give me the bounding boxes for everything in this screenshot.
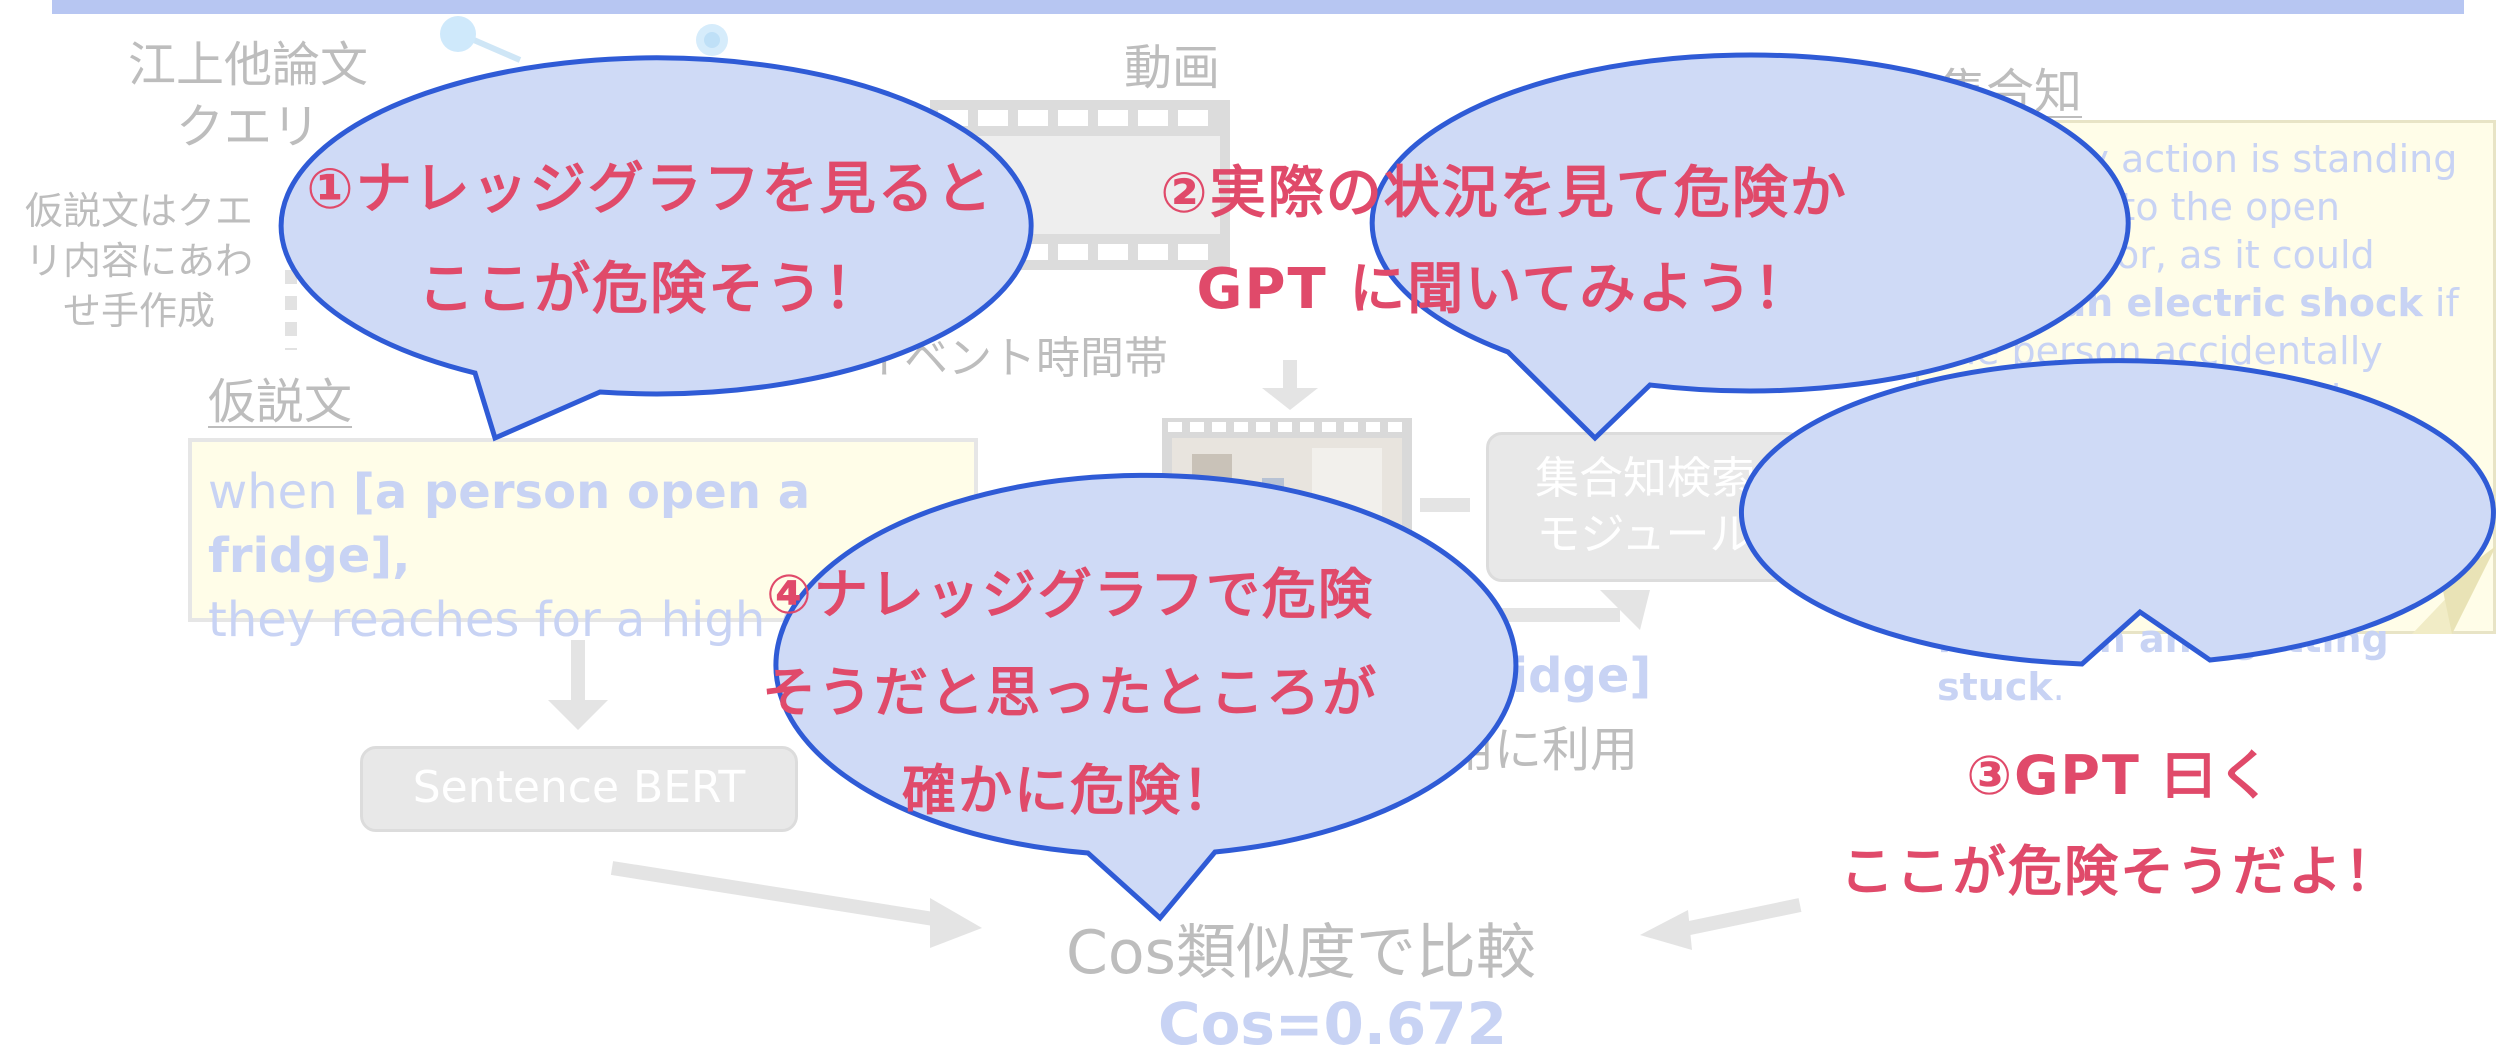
bubble-4-text: ④ナレッジグラフで危険 そうだと思ったところが 確かに危険！ [762, 563, 1378, 822]
top-accent-bar [52, 0, 2464, 14]
hypothesis-box: when [a person open a fridge], they reac… [188, 438, 978, 648]
node-icon [440, 16, 476, 52]
speech-bubble-2 [1369, 52, 2131, 442]
page-curl-icon [2412, 546, 2496, 634]
paper-query-label: 江上他論文 クエリ [128, 37, 369, 155]
bubble-2-text: ②実際の状況を見て危険か GPT に聞いてみよう！ [1160, 161, 1848, 322]
dashed-connector [285, 270, 297, 350]
cos-compare-label: Cos類似度で比較 [1066, 918, 1536, 988]
graph-node-icons [440, 16, 728, 63]
cos-value: Cos=0.672 [1158, 990, 1507, 1058]
speech-bubble-4 [773, 472, 1519, 922]
hypothesis-word: when [208, 464, 353, 520]
bubble-1-text: ①ナレッジグラフを見ると ここが危険そう！ [306, 157, 994, 322]
bubble-3-text: ③GPT 曰く ここが危険そうだよ！ [1840, 744, 2400, 903]
query-note-label: 仮説文はクエ リ内容にあわ せ手作成 [24, 189, 253, 333]
speech-bubble-3 [1739, 358, 2496, 667]
video-label: 動画 [1124, 40, 1221, 96]
sentence-bert-module: Sentence BERT [360, 746, 798, 832]
collective-search-module: 集合知検索 モジュール [1486, 432, 1804, 582]
hypothesis-heading: 仮説文 [208, 374, 353, 430]
gpt-answer-bold1: an electric shock [2060, 281, 2423, 325]
gpt-answer-part3: . [2052, 665, 2065, 709]
speech-bubble-1 [278, 55, 1034, 442]
hypothesis-bracket: [a person open a fridge], [208, 464, 811, 584]
